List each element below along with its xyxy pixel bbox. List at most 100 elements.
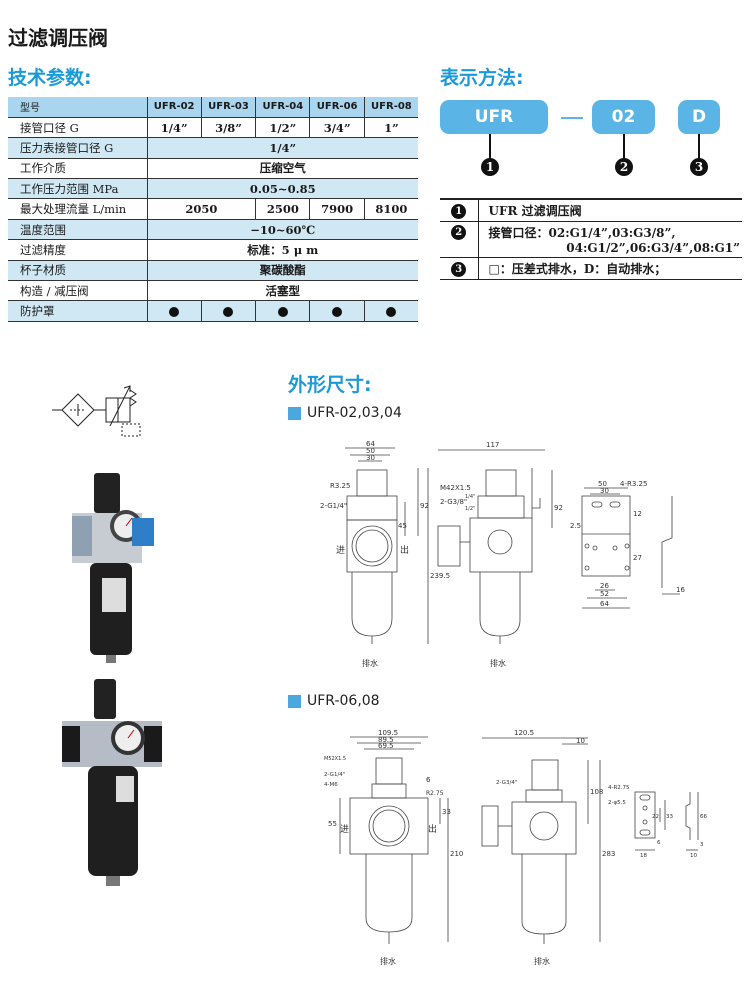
dimension-drawing-set2: 109.5 89.5 69.5 M52X1.5 2-G1/4" 4-M6 R2.… xyxy=(324,729,707,966)
cell: UFR-03 xyxy=(200,97,256,118)
set1-title-text: UFR-02,03,04 xyxy=(307,405,402,421)
cell: 标准：5 μ m xyxy=(146,239,418,261)
cell: 活塞型 xyxy=(146,280,418,302)
product-photo-ufr-06 xyxy=(62,679,162,886)
leader-line xyxy=(698,134,700,158)
cell: 3/4” xyxy=(309,117,365,139)
inlet-label: 进 xyxy=(340,824,349,835)
dim-label: R2.75 xyxy=(426,790,444,797)
dim-label: 2-G1/4" xyxy=(320,502,347,510)
row-label: 构造 / 减压阀 xyxy=(8,280,147,302)
dim-label: 2-G3/4" xyxy=(496,780,517,786)
product-photo-ufr-02 xyxy=(72,473,154,663)
legend-num-cell: 2 xyxy=(440,221,479,258)
dim-label: 120.5 xyxy=(514,729,534,737)
legend-text-cont: 04:G1/2”,06:G3/4”,08:G1” xyxy=(566,241,740,255)
dim-label: 18 xyxy=(640,853,647,859)
row-label: 压力表接管口径 G xyxy=(8,137,147,159)
legend-row: 1 UFR 过滤调压阀 xyxy=(440,198,742,222)
dim-label: 30 xyxy=(366,454,375,462)
cell: 2050 xyxy=(146,198,256,220)
cell xyxy=(200,300,256,322)
row-label: 接管口径 G xyxy=(8,117,147,139)
code-port-box: 02 xyxy=(592,100,655,134)
drain-label: 排水 xyxy=(362,658,378,668)
table-row: 防护罩 xyxy=(8,300,418,322)
outlet-label: 出 xyxy=(428,823,437,835)
filled-dot-icon xyxy=(332,307,343,318)
dim-label: 4-M6 xyxy=(324,782,338,788)
cell: 2500 xyxy=(255,198,310,220)
dim-label: 1/2" xyxy=(465,506,475,512)
dim-label: 283 xyxy=(602,850,615,858)
row-label: 工作介质 xyxy=(8,158,147,180)
dim-label: 30 xyxy=(600,487,609,495)
row-label: 防护罩 xyxy=(8,300,147,322)
legend-row: 2 接管口径：02:G1/4”,03:G3/8”,04:G1/2”,06:G3/… xyxy=(440,221,742,258)
filled-dot-icon xyxy=(223,307,234,318)
cell xyxy=(363,300,418,322)
blue-square-icon xyxy=(288,406,301,420)
code-dash xyxy=(561,117,583,119)
legend-text: □：压差式排水，D：自动排水； xyxy=(478,257,742,280)
dim-label: 4-R3.25 xyxy=(620,480,647,488)
dim-label: 210 xyxy=(450,850,463,858)
cell: 8100 xyxy=(363,198,418,220)
set1-title: UFR-02,03,04 xyxy=(288,405,402,421)
inlet-label: 进 xyxy=(336,545,345,556)
table-row: 最大处理流量 L/min 2050 2500 7900 8100 xyxy=(8,198,418,220)
dim-label: 33 xyxy=(666,814,673,820)
dim-label: 108 xyxy=(590,788,603,796)
table-row: 压力表接管口径 G 1/4” xyxy=(8,137,418,159)
page-title: 过滤调压阀 xyxy=(8,26,108,50)
set2-title-text: UFR-06,08 xyxy=(307,693,380,709)
dim-label: 16 xyxy=(676,586,685,594)
dim-label: 69.5 xyxy=(378,742,394,750)
dim-label: 10 xyxy=(690,853,697,859)
row-label: 温度范围 xyxy=(8,219,147,241)
table-row: 工作介质 压缩空气 xyxy=(8,158,418,180)
dim-label: 64 xyxy=(366,440,375,448)
cell: 1” xyxy=(363,117,418,139)
filled-dot-icon xyxy=(169,307,180,318)
dimensions-heading: 外形尺寸: xyxy=(288,374,372,396)
dim-label: 55 xyxy=(328,820,337,828)
cell xyxy=(255,300,310,322)
table-row: 型号 UFR-02 UFR-03 UFR-04 UFR-06 UFR-08 xyxy=(8,97,418,118)
cell: UFR-08 xyxy=(363,97,418,118)
dim-label: 2.5 xyxy=(570,522,581,530)
dimension-drawing-set1: 64 50 30 R3.25 2-G1/4" 92 45 239.5 进 出 排… xyxy=(320,440,685,668)
number-badge: 2 xyxy=(451,225,467,240)
dim-label: 64 xyxy=(600,600,609,608)
legend-num-cell: 3 xyxy=(440,257,479,280)
dim-label: 66 xyxy=(700,814,707,820)
legend-text: UFR 过滤调压阀 xyxy=(478,198,742,222)
cell: 0.05~0.85 xyxy=(146,178,418,200)
dim-label: 6 xyxy=(657,840,661,846)
cell: 7900 xyxy=(309,198,365,220)
dim-label: 26 xyxy=(600,582,609,590)
table-row: 杯子材质 聚碳酸酯 xyxy=(8,260,418,282)
spec-heading: 技术参数: xyxy=(8,67,92,89)
dim-label: 50 xyxy=(598,480,607,488)
filled-dot-icon xyxy=(386,307,397,318)
cell: −10~60℃ xyxy=(146,219,418,241)
dim-label: 33 xyxy=(442,808,451,816)
table-row: 温度范围 −10~60℃ xyxy=(8,219,418,241)
cell: UFR-06 xyxy=(309,97,365,118)
dim-label: 92 xyxy=(554,504,563,512)
row-label: 工作压力范围 MPa xyxy=(8,178,147,200)
drain-label: 排水 xyxy=(534,956,550,966)
number-badge: 3 xyxy=(690,158,708,176)
dim-label: R3.25 xyxy=(330,482,350,490)
cell: 1/4” xyxy=(146,137,418,159)
cell: 1/2” xyxy=(255,117,310,139)
drain-label: 排水 xyxy=(490,658,506,668)
number-badge: 2 xyxy=(615,158,633,176)
row-label: 杯子材质 xyxy=(8,260,147,282)
dim-label: 50 xyxy=(366,447,375,455)
filled-dot-icon xyxy=(277,307,288,318)
dim-label: 89.5 xyxy=(378,736,394,744)
dim-label: 1/4" xyxy=(465,494,475,500)
legend-text-cell: 接管口径：02:G1/4”,03:G3/8”,04:G1/2”,06:G3/4”… xyxy=(478,221,742,258)
